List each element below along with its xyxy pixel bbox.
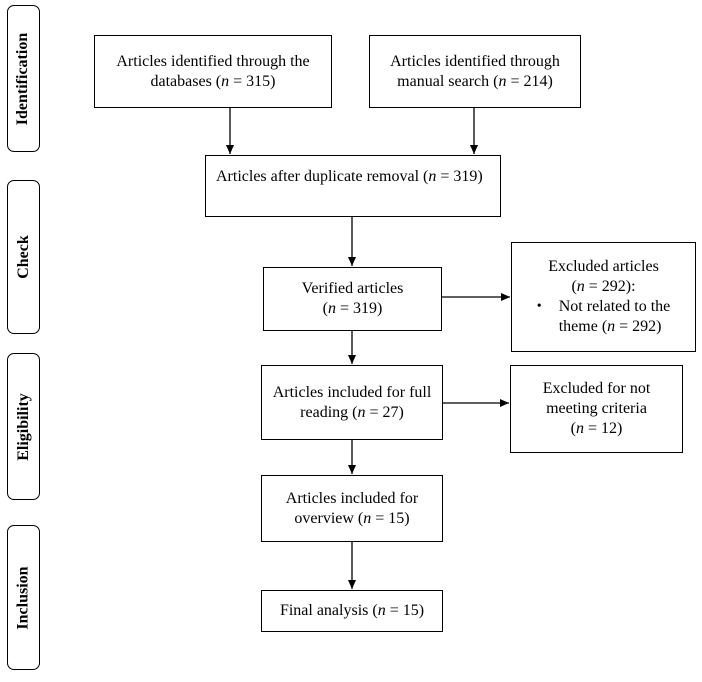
bullet-line2: theme (n = 292) bbox=[559, 317, 671, 337]
box-databases-n: n bbox=[221, 72, 230, 90]
box-criteria-n: n bbox=[575, 420, 584, 437]
box-overview-line1: Articles included for bbox=[285, 489, 419, 507]
box-final-n: n bbox=[377, 602, 386, 619]
box-verified: Verified articles (n = 319) bbox=[263, 267, 442, 331]
bullet-n: n bbox=[607, 318, 616, 335]
box-excluded-criteria: Excluded for not meeting criteria (n = 1… bbox=[510, 365, 683, 453]
box-manual-line1: Articles identified through bbox=[390, 52, 560, 70]
box-criteria-line1: Excluded for not bbox=[542, 380, 651, 397]
box-excluded-n: n bbox=[576, 278, 585, 295]
box-duplicates-suffix: = 319) bbox=[436, 168, 483, 185]
box-databases: Articles identified through the database… bbox=[94, 35, 332, 108]
box-verified-n: n bbox=[327, 300, 336, 317]
box-verified-suffix: = 319) bbox=[335, 300, 383, 317]
box-final-analysis: Final analysis (n = 15) bbox=[261, 590, 443, 632]
box-full-reading-count: reading (n = 27) bbox=[300, 403, 404, 423]
box-overview-suffix: = 15) bbox=[371, 509, 410, 527]
excluded-bullet-item: • Not related to the theme (n = 292) bbox=[537, 297, 671, 337]
bullet-suffix: = 292) bbox=[615, 318, 662, 335]
box-overview-count: overview (n = 15) bbox=[294, 509, 409, 529]
box-full-reading: Articles included for full reading (n = … bbox=[261, 365, 443, 440]
bullet-line1: Not related to the bbox=[558, 298, 671, 315]
box-excluded-suffix: = 292): bbox=[584, 278, 636, 295]
box-criteria-suffix: = 12) bbox=[583, 420, 623, 437]
box-duplicates-text: Articles after duplicate removal (n = 31… bbox=[216, 167, 483, 187]
bullet-prefix: theme ( bbox=[558, 318, 608, 335]
box-final-suffix: = 15) bbox=[385, 602, 425, 619]
box-overview-n: n bbox=[363, 509, 372, 527]
box-excluded-prefix: ( bbox=[571, 278, 577, 295]
bullet-dot: • bbox=[536, 299, 542, 314]
phase-check: Check bbox=[7, 180, 40, 334]
box-final-text: Final analysis (n = 15) bbox=[280, 601, 424, 621]
phase-eligibility: Eligibility bbox=[7, 353, 40, 500]
box-excluded-line1: Excluded articles bbox=[548, 258, 659, 275]
box-databases-line1: Articles identified through the bbox=[116, 52, 310, 70]
box-full-reading-n: n bbox=[357, 403, 366, 421]
box-manual-n: n bbox=[498, 72, 507, 90]
box-manual-prefix: manual search ( bbox=[397, 72, 499, 90]
phase-identification: Identification bbox=[7, 5, 40, 152]
box-verified-count: (n = 319) bbox=[323, 299, 383, 319]
box-final-prefix: Final analysis ( bbox=[279, 602, 378, 619]
box-duplicates-prefix: Articles after duplicate removal ( bbox=[216, 168, 429, 185]
box-excluded-count: (n = 292): bbox=[571, 277, 635, 297]
box-duplicate-removal: Articles after duplicate removal (n = 31… bbox=[205, 155, 501, 217]
box-duplicates-n: n bbox=[428, 168, 437, 185]
box-full-reading-prefix: reading ( bbox=[300, 403, 358, 421]
box-overview-prefix: overview ( bbox=[294, 509, 364, 527]
box-excluded-articles: Excluded articles (n = 292): • Not relat… bbox=[511, 242, 696, 352]
box-overview: Articles included for overview (n = 15) bbox=[261, 475, 443, 542]
box-criteria-line2: meeting criteria bbox=[546, 400, 647, 417]
box-databases-prefix: databases ( bbox=[150, 72, 222, 90]
box-full-reading-suffix: = 27) bbox=[365, 403, 404, 421]
box-criteria-count: (n = 12) bbox=[571, 419, 623, 439]
box-manual-count: manual search (n = 214) bbox=[397, 72, 553, 92]
box-criteria-prefix: ( bbox=[570, 420, 576, 437]
phase-inclusion: Inclusion bbox=[7, 525, 40, 670]
box-manual-suffix: = 214) bbox=[506, 72, 553, 90]
box-verified-line1: Verified articles bbox=[301, 280, 404, 297]
box-manual-search: Articles identified through manual searc… bbox=[369, 35, 581, 108]
box-databases-count: databases (n = 315) bbox=[151, 72, 276, 92]
box-verified-prefix: ( bbox=[322, 300, 328, 317]
box-databases-suffix: = 315) bbox=[229, 72, 276, 90]
box-full-reading-line1: Articles included for full bbox=[272, 383, 432, 401]
